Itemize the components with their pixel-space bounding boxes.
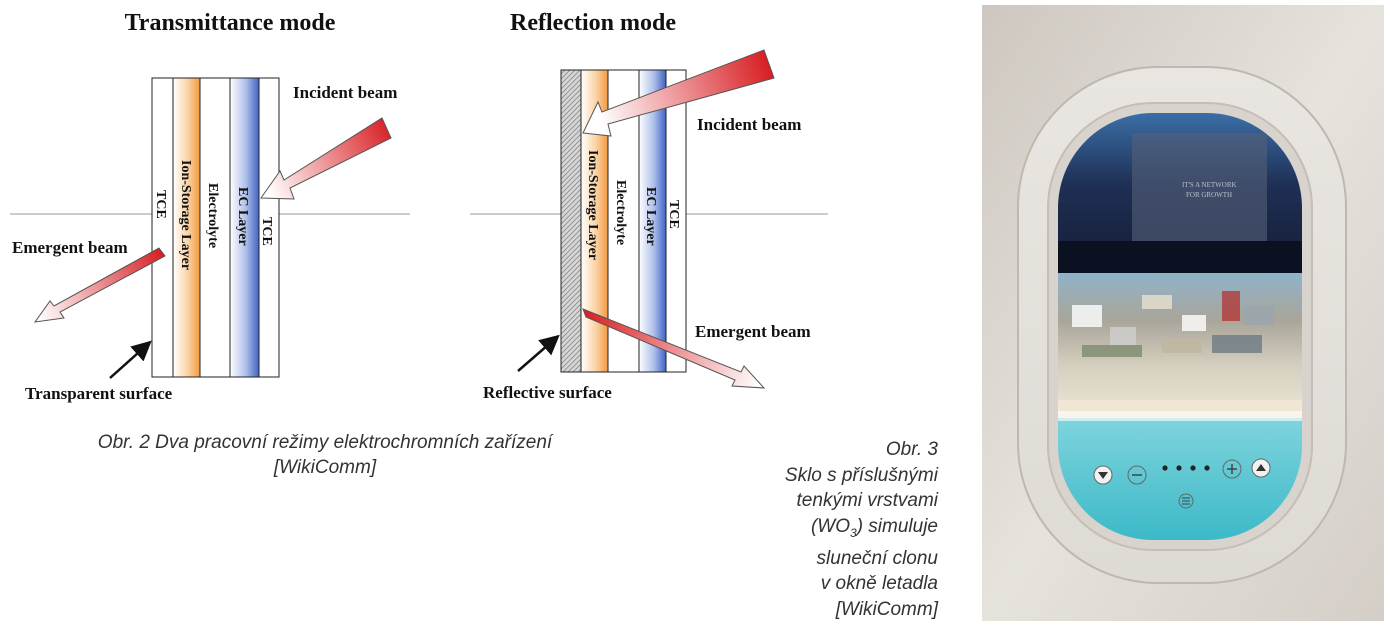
figure-2-caption-line1: Obr. 2 Dva pracovní režimy elektrochromn… [97,432,553,453]
right-layer-label-ec-layer: EC Layer [643,187,658,246]
right-diagram-title: Reflection mode [510,10,676,36]
left-layer-label-ion-storage: Ion-Storage Layer [178,160,193,270]
right-layer-label-tce: TCE [666,200,681,229]
figure-3-caption-line4-pre: (WO [810,515,850,537]
left-layer-label-electrolyte: Electrolyte [205,183,220,248]
left-layer-label-tce-1: TCE [153,190,168,219]
figure-3-caption-line2: Sklo s příslušnými [784,464,938,486]
right-emergent-beam-arrow [582,308,766,389]
right-surface-label: Reflective surface [483,383,612,402]
left-incident-beam-label: Incident beam [293,83,397,102]
left-emergent-beam-label: Emergent beam [12,238,128,257]
aircraft-window-photo: IT'S A NETWORK FOR GROWTH [982,5,1384,621]
figure-3-caption: Obr. 3 Sklo s příslušnými tenkými vrstva… [680,437,938,622]
right-layer-label-electrolyte: Electrolyte [613,180,628,245]
right-layer-label-ion-storage: Ion-Storage Layer [585,150,600,260]
figure-3-caption-line3: tenkými vrstvami [796,490,938,511]
left-diagram-title: Transmittance mode [125,10,336,36]
figure-2-caption-line2: [WikiComm] [273,457,377,478]
figure-3-caption-line4-sub: 3 [850,525,857,540]
dimming-controls [1093,458,1271,509]
left-incident-beam-arrow [260,117,392,200]
window-reflection-text-1: IT'S A NETWORK [1182,181,1237,189]
dots-icon [1162,465,1210,471]
left-layer-label-ec-layer: EC Layer [235,187,250,246]
left-surface-pointer [109,340,152,379]
figure-3-caption-line5: sluneční clonu [816,547,938,569]
figure-3-caption-line1: Obr. 3 [885,439,938,460]
left-surface-label: Transparent surface [25,384,173,403]
figure-3-caption-line4-post: ) simuluje [856,515,938,537]
figure-3-caption-line7: [WikiComm] [835,598,938,620]
figure-3-caption-line4: (WO3) simuluje [680,514,938,546]
right-surface-pointer [517,334,560,372]
left-layer-stack [151,77,280,378]
window-reflection-text-2: FOR GROWTH [1186,191,1232,199]
right-incident-beam-label: Incident beam [697,115,801,134]
right-incident-beam-arrow [582,49,775,137]
menu-icon[interactable] [1178,493,1194,509]
figure-2-caption: Obr. 2 Dva pracovní režimy elektrochromn… [30,430,620,480]
figure-3-caption-line6: v okně letadla [820,573,938,595]
minus-icon[interactable] [1127,465,1147,485]
left-emergent-beam-arrow [33,247,166,323]
left-layer-label-tce-2: TCE [259,217,274,246]
electrochromic-diagrams: Transmittance mode TCE Ion-Storage Layer… [10,10,828,403]
right-emergent-beam-label: Emergent beam [695,322,811,341]
plus-icon[interactable] [1222,459,1242,479]
